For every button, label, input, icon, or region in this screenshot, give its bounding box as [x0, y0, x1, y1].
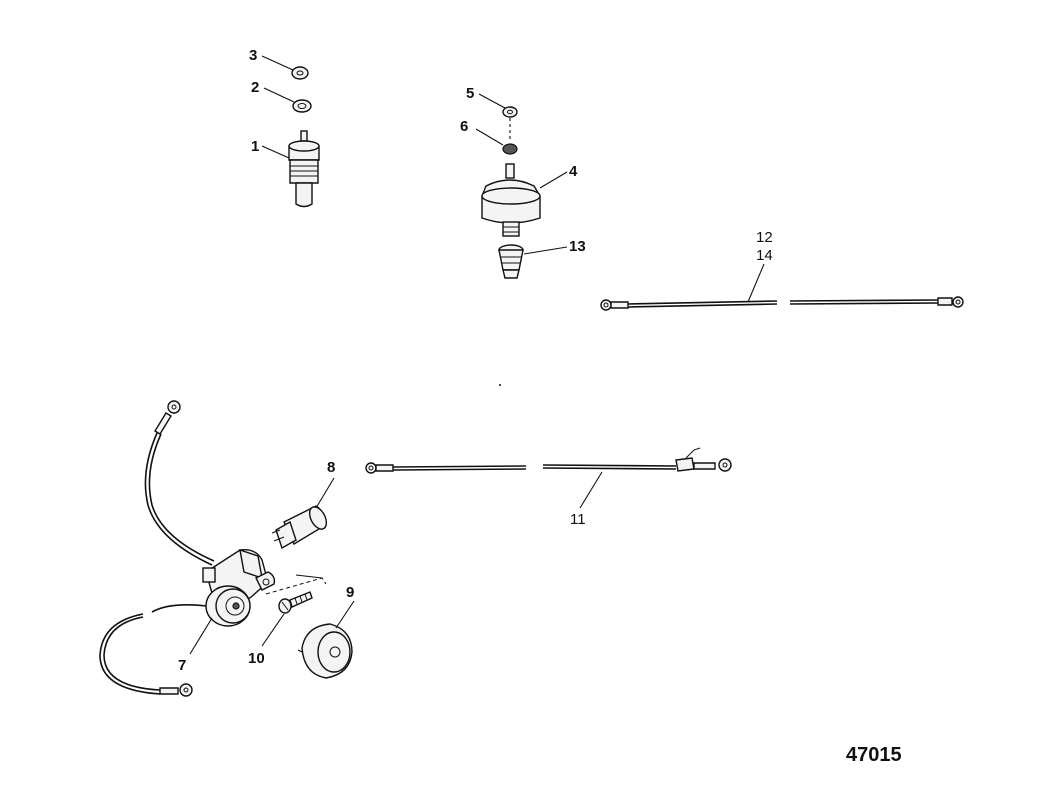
callout-6: 6: [460, 118, 468, 135]
part-4-pressure-sender: [481, 163, 541, 237]
part-6-washer: [502, 143, 518, 155]
callout-9: 9: [346, 584, 354, 601]
callout-7: 7: [178, 657, 186, 674]
callout-4: 4: [569, 163, 578, 180]
part-11-harness: [365, 447, 732, 474]
part-13-adapter: [498, 244, 524, 279]
callout-3: 3: [249, 47, 257, 64]
part-9-horn-cap: [297, 623, 353, 679]
figure-number: 47015: [846, 744, 902, 766]
callout-8: 8: [327, 459, 335, 476]
callout-1: 1: [251, 138, 259, 155]
part-1-sender: [288, 130, 320, 208]
callout-10: 10: [248, 650, 265, 667]
part-2-washer: [292, 99, 312, 113]
part-3-nut: [291, 66, 309, 80]
part-10-screw: [265, 574, 327, 614]
callout-11: 11: [570, 511, 586, 528]
stray-mark: [499, 384, 501, 386]
part-8-connector: [271, 505, 328, 550]
part-7-horn-assembly: [99, 400, 276, 697]
callout-12: 12: [756, 229, 773, 246]
leader-lines: [189, 55, 765, 655]
part-5-nut: [502, 106, 518, 118]
callout-5: 5: [466, 85, 474, 102]
callout-2: 2: [251, 79, 259, 96]
callout-14: 14: [756, 247, 773, 264]
part-12-14-cable: [600, 296, 964, 311]
callout-13: 13: [569, 238, 586, 255]
